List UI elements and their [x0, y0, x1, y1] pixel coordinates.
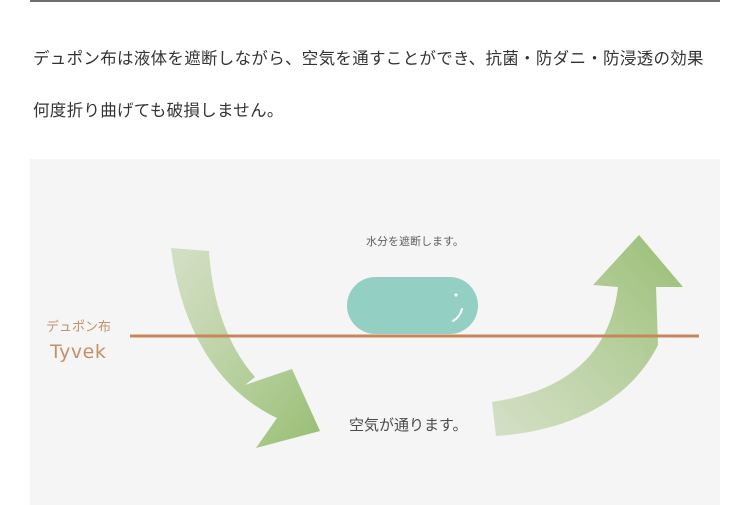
- air-flow-up-arrow: [492, 235, 683, 436]
- material-name-en: Tyvek: [50, 341, 107, 363]
- air-flow-down-arrow: [171, 248, 320, 448]
- tyvek-diagram: 水分を遮断します。 空気が通ります。 デュポン布 Tyvek: [30, 159, 720, 505]
- droplet-eye-icon: [454, 293, 458, 297]
- water-block-label: 水分を遮断します。: [366, 235, 464, 248]
- diagram-graphics: [130, 235, 699, 448]
- description-line-1: デュポン布は液体を遮断しながら、空気を通すことができ、抗菌・防ダニ・防浸透の効果: [33, 49, 704, 68]
- tyvek-membrane-line: [130, 334, 699, 338]
- water-droplet: [347, 277, 478, 334]
- material-name-ja: デュポン布: [46, 320, 112, 335]
- top-divider: [30, 0, 720, 2]
- description-line-2: 何度折り曲げても破損しません。: [33, 101, 284, 120]
- droplet-smile-icon: [452, 308, 463, 322]
- air-pass-label: 空気が通ります。: [349, 416, 468, 434]
